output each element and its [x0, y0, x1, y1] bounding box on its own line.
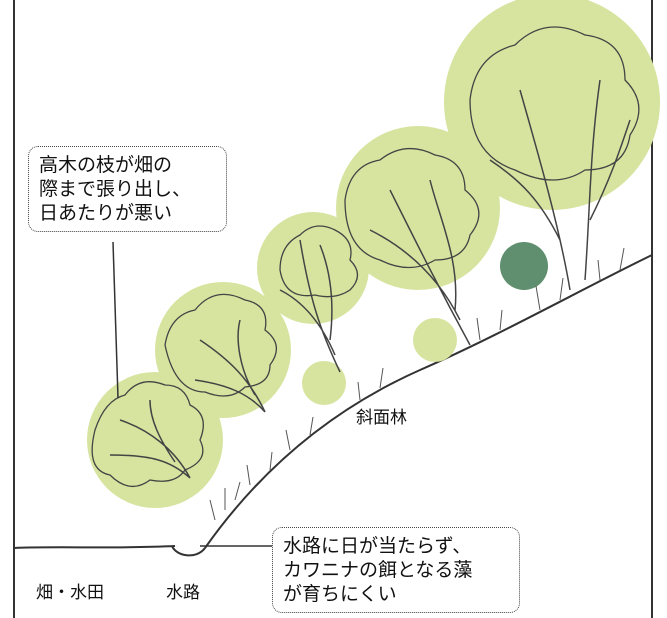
dark-shrub	[500, 242, 548, 290]
callout-line: 際まで張り出し、	[39, 178, 192, 200]
canopy-callout-leader	[112, 241, 119, 399]
waterway-callout: 水路に日が当たらず、 カワニナの餌となる藻 が育ちにくい	[272, 527, 520, 613]
callout-line: 水路に日が当たらず、	[283, 535, 472, 557]
shrub-canopy	[302, 361, 346, 405]
tree-canopy	[336, 126, 500, 290]
tree-canopy	[257, 212, 369, 324]
slope-ground-line	[204, 254, 653, 549]
callout-line: が育ちにくい	[283, 583, 397, 605]
slope-forest-label: 斜面林	[356, 408, 407, 428]
callout-line: 高木の枝が畑の	[39, 154, 173, 176]
canopy-outlines	[91, 26, 640, 487]
callout-line: 日あたりが悪い	[39, 202, 173, 224]
tree-canopy	[444, 0, 660, 210]
canopy-shade-callout: 高木の枝が畑の 際まで張り出し、 日あたりが悪い	[28, 146, 227, 232]
field-ground-line	[13, 545, 176, 549]
ground-grass	[209, 247, 625, 521]
tree-trunks	[109, 79, 631, 479]
callout-line: カワニナの餌となる藻	[283, 559, 473, 581]
shrub-canopy	[413, 318, 457, 362]
waterway-channel	[171, 545, 206, 557]
waterway-label: 水路	[166, 583, 200, 603]
field-label: 畑・水田	[36, 583, 104, 603]
canopy-group	[87, 0, 660, 508]
